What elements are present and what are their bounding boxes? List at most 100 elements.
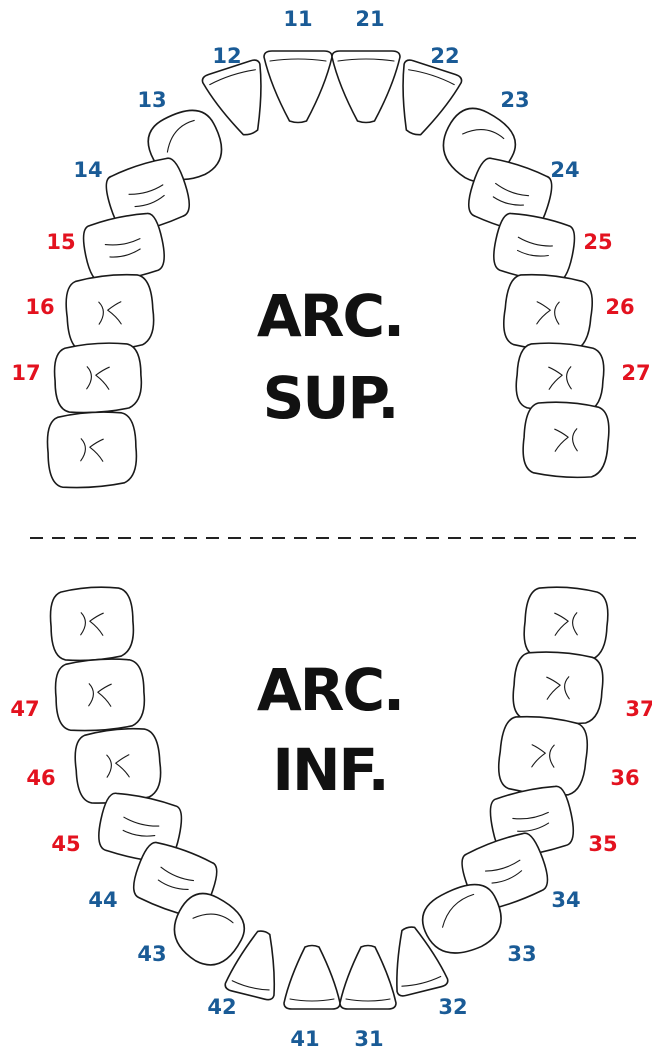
tooth-outline (402, 59, 463, 136)
tooth-occlusal-detail (231, 980, 270, 991)
lower-tooth-42 (224, 930, 276, 1001)
tooth-number-labels: 1112131415161721222324252627474645444342… (10, 7, 652, 1051)
upper-tooth-12 (201, 59, 262, 136)
upper-tooth-number-label: 26 (605, 295, 634, 319)
upper-tooth-number-label: 22 (430, 44, 459, 68)
upper-tooth-number-label: 27 (621, 361, 650, 385)
tooth-occlusal-detail (484, 859, 523, 884)
tooth-outline (497, 715, 589, 796)
upper-tooth-21 (331, 50, 401, 124)
lower-tooth-number-label: 47 (10, 697, 39, 721)
tooth-occlusal-detail (531, 744, 555, 768)
lower-tooth-46 (74, 727, 162, 804)
tooth-outline (65, 273, 155, 352)
tooth-occlusal-detail (401, 975, 442, 987)
tooth-occlusal-detail (546, 676, 570, 700)
lower-tooth-number-label: 34 (551, 888, 580, 912)
upper-tooth-number-label: 23 (500, 88, 529, 112)
tooth-outline (49, 586, 135, 662)
tooth-occlusal-detail (80, 438, 104, 462)
upper-tooth-11 (263, 50, 333, 124)
upper-tooth-number-label: 25 (583, 230, 612, 254)
upper-tooth-number-label: 17 (11, 361, 40, 385)
upper-tooth-number-label: 12 (212, 44, 241, 68)
tooth-outline (421, 883, 502, 954)
upper-tooth-number-label: 14 (73, 158, 102, 182)
lower-arch-teeth (49, 586, 609, 1010)
upper-tooth-14 (105, 157, 190, 235)
tooth-occlusal-detail (536, 301, 560, 325)
upper-tooth-unlabeled-7 (46, 411, 138, 489)
upper-arch-title-line2: SUP. (263, 364, 398, 432)
upper-tooth-unlabeled-15 (522, 401, 610, 479)
tooth-occlusal-detail (166, 119, 195, 153)
lower-tooth-number-label: 37 (625, 697, 652, 721)
upper-tooth-number-label: 15 (46, 230, 75, 254)
tooth-outline (502, 273, 594, 352)
tooth-occlusal-detail (516, 236, 553, 257)
tooth-outline (53, 342, 143, 414)
lower-tooth-number-label: 31 (354, 1027, 383, 1051)
lower-tooth-33 (421, 883, 502, 954)
tooth-outline (523, 586, 609, 662)
tooth-occlusal-detail (128, 184, 165, 208)
upper-tooth-26 (502, 273, 594, 352)
tooth-outline (512, 651, 604, 725)
upper-tooth-number-label: 21 (355, 7, 384, 31)
tooth-outline (283, 944, 341, 1010)
lower-tooth-43 (173, 892, 246, 966)
lower-tooth-number-label: 41 (290, 1027, 319, 1051)
tooth-outline (105, 157, 190, 235)
tooth-outline (46, 411, 138, 489)
tooth-occlusal-detail (269, 58, 327, 62)
tooth-occlusal-detail (462, 129, 505, 140)
upper-tooth-number-label: 16 (25, 295, 54, 319)
upper-tooth-number-label: 11 (283, 7, 312, 31)
tooth-occlusal-detail (289, 998, 335, 1002)
lower-tooth-number-label: 44 (88, 888, 117, 912)
lower-tooth-37 (512, 651, 604, 725)
lower-tooth-36 (497, 715, 589, 796)
tooth-outline (82, 212, 165, 283)
tooth-occlusal-detail (337, 58, 395, 62)
tooth-occlusal-detail (192, 913, 234, 924)
lower-tooth-41 (283, 944, 341, 1010)
upper-tooth-number-label: 24 (550, 158, 579, 182)
tooth-occlusal-detail (408, 69, 455, 86)
tooth-occlusal-detail (86, 366, 110, 390)
lower-tooth-number-label: 35 (588, 832, 617, 856)
lower-tooth-number-label: 33 (507, 942, 536, 966)
upper-arch-title-line1: ARC. (257, 282, 403, 350)
tooth-occlusal-detail (209, 69, 256, 86)
lower-tooth-number-label: 36 (610, 766, 639, 790)
tooth-occlusal-detail (554, 428, 578, 452)
lower-tooth-unlabeled-0 (49, 586, 135, 662)
lower-arch-title-line2: INF. (272, 736, 387, 804)
tooth-outline (331, 50, 401, 124)
tooth-outline (54, 658, 146, 732)
lower-tooth-32 (396, 926, 449, 997)
upper-tooth-number-label: 13 (137, 88, 166, 112)
tooth-outline (263, 50, 333, 124)
tooth-occlusal-detail (88, 683, 112, 707)
tooth-occlusal-detail (98, 301, 122, 325)
tooth-outline (173, 892, 246, 966)
upper-tooth-17 (53, 342, 143, 414)
lower-tooth-number-label: 32 (438, 995, 467, 1019)
tooth-occlusal-detail (106, 754, 130, 778)
tooth-occlusal-detail (442, 893, 475, 928)
tooth-occlusal-detail (157, 866, 195, 890)
upper-tooth-22 (402, 59, 463, 136)
upper-arch-teeth (46, 50, 610, 489)
tooth-outline (522, 401, 610, 479)
tooth-outline (339, 944, 397, 1010)
tooth-occlusal-detail (512, 811, 550, 832)
tooth-occlusal-detail (492, 182, 530, 206)
lower-tooth-unlabeled-8 (523, 586, 609, 662)
tooth-occlusal-detail (122, 816, 160, 837)
lower-tooth-number-label: 46 (26, 766, 55, 790)
lower-tooth-number-label: 43 (137, 942, 166, 966)
upper-tooth-15 (82, 212, 165, 283)
tooth-occlusal-detail (554, 612, 578, 636)
